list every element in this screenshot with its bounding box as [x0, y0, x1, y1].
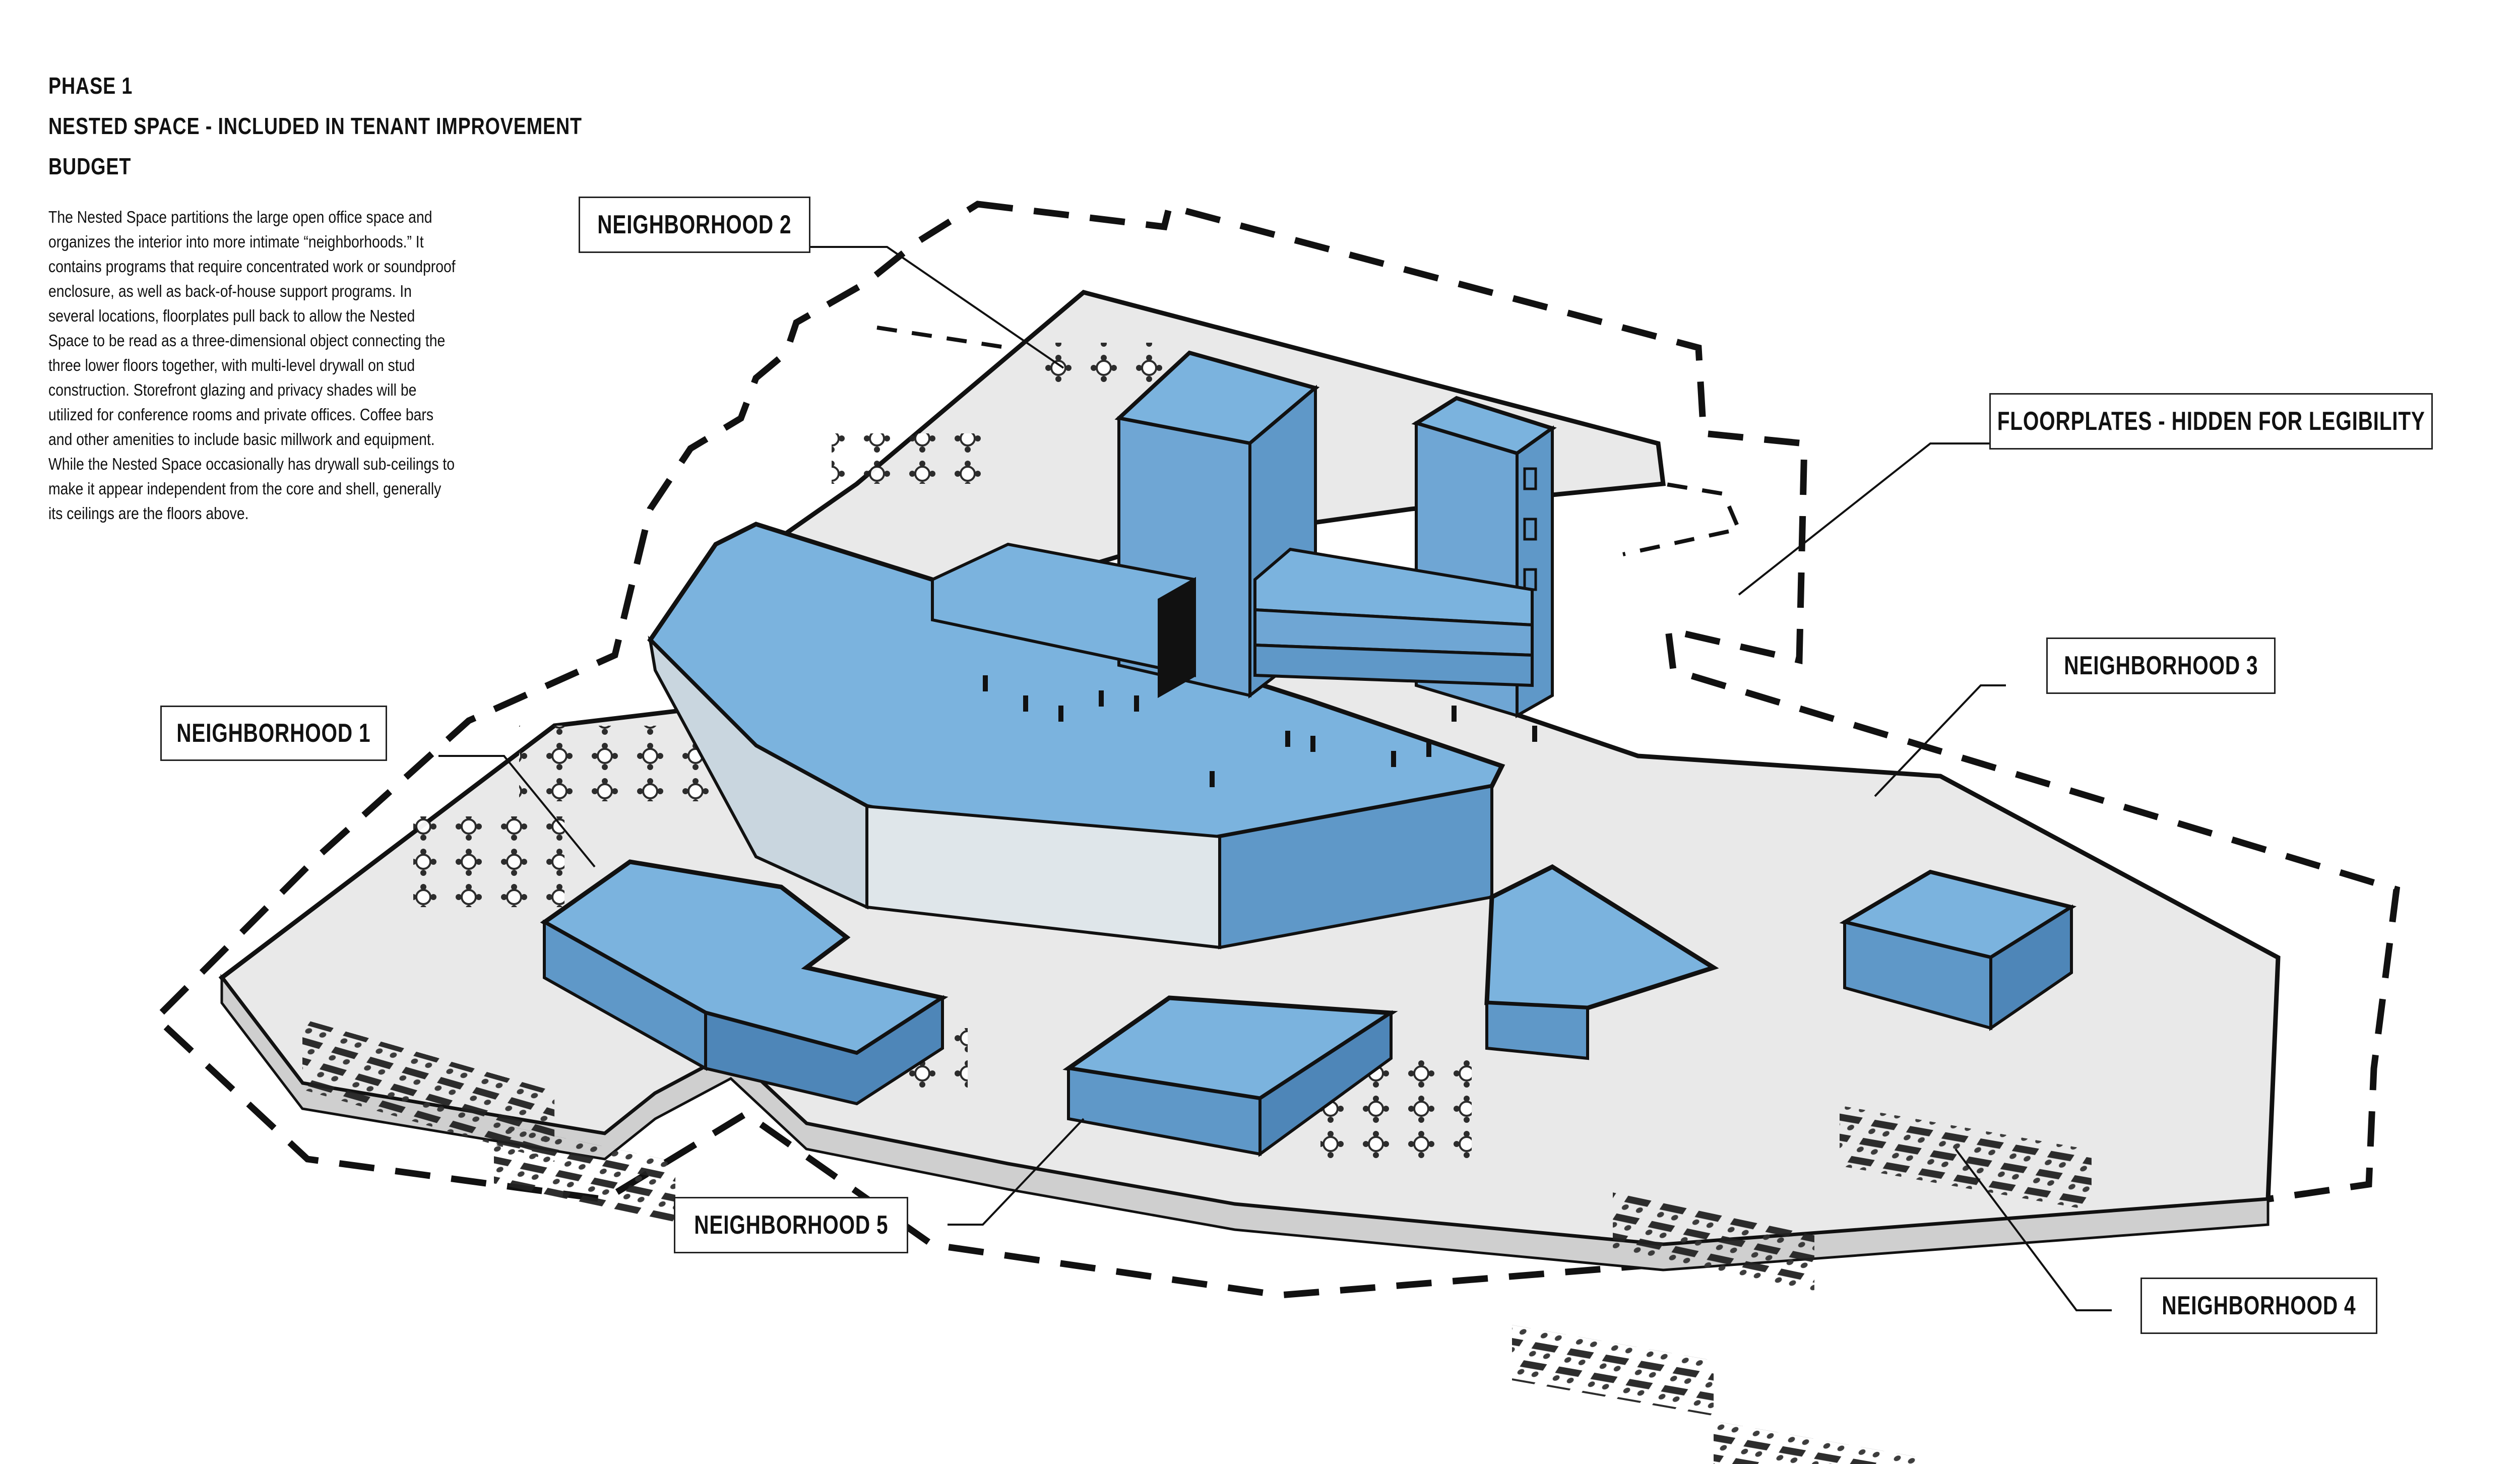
label-neighborhood-5-text: NEIGHBORHOOD 5 — [694, 1211, 889, 1240]
nested-space-lower-left — [540, 859, 949, 1106]
people-silhouettes — [983, 675, 1537, 787]
label-neighborhood-2-text: NEIGHBORHOOD 2 — [597, 210, 792, 239]
leader-neighborhood-3 — [1874, 684, 2006, 797]
intro-line: its ceilings are the floors above. — [48, 504, 249, 523]
nested-space-heading-cont: BUDGET — [48, 153, 132, 179]
label-floorplates-hidden-text: FLOORPLATES - HIDDEN FOR LEGIBILITY — [1997, 407, 2425, 436]
intro-paragraph: The Nested Space partitions the large op… — [48, 205, 534, 526]
nested-space-stacked-plates — [931, 542, 1534, 698]
label-neighborhood-3: NEIGHBORHOOD 3 — [2046, 638, 2276, 694]
leader-neighborhood-1 — [438, 755, 596, 868]
label-neighborhood-1-text: NEIGHBORHOOD 1 — [176, 719, 371, 748]
nested-space-box-neighborhood3 — [1839, 869, 2077, 1031]
nested-space-central — [647, 522, 1505, 949]
intro-line: contains programs that require concentra… — [48, 257, 456, 276]
intro-line: several locations, floorplates pull back… — [48, 306, 415, 325]
nested-space-heading: NESTED SPACE - INCLUDED IN TENANT IMPROV… — [48, 113, 582, 139]
nested-space-lower-middle — [1062, 995, 1398, 1157]
label-neighborhood-3-text: NEIGHBORHOOD 3 — [2064, 651, 2258, 680]
intro-line: The Nested Space partitions the large op… — [48, 208, 432, 226]
floorplate-boundary-dashed — [151, 201, 2401, 1299]
label-neighborhood-5: NEIGHBORHOOD 5 — [674, 1197, 908, 1253]
intro-line: Space to be read as a three-dimensional … — [48, 331, 446, 350]
furniture-clusters — [302, 343, 2092, 1464]
label-neighborhood-4-text: NEIGHBORHOOD 4 — [2162, 1291, 2356, 1320]
leader-floorplates — [1738, 442, 1991, 596]
label-neighborhood-2: NEIGHBORHOOD 2 — [579, 197, 810, 253]
intro-text-block: PHASE 1 NESTED SPACE - INCLUDED IN TENAN… — [48, 66, 582, 526]
intro-line: organizes the interior into more intimat… — [48, 232, 424, 251]
phase-heading: PHASE 1 — [48, 73, 133, 99]
label-floorplates-hidden: FLOORPLATES - HIDDEN FOR LEGIBILITY — [1989, 393, 2433, 450]
intro-line: utilized for conference rooms and privat… — [48, 405, 434, 424]
leader-neighborhood-2 — [796, 246, 1064, 369]
intro-line: enclosure, as well as back-of-house supp… — [48, 282, 412, 300]
label-neighborhood-1: NEIGHBORHOOD 1 — [160, 706, 387, 761]
intro-line: While the Nested Space occasionally has … — [48, 455, 455, 473]
intro-line: construction. Storefront glazing and pri… — [48, 380, 417, 399]
intro-line: make it appear independent from the core… — [48, 479, 442, 498]
intro-line: three lower floors together, with multi-… — [48, 356, 415, 374]
nested-space-lower-right — [1484, 864, 1719, 1060]
leader-neighborhood-5 — [948, 1118, 1085, 1226]
intro-line: and other amenities to include basic mil… — [48, 430, 435, 449]
leader-neighborhood-4 — [1955, 1148, 2112, 1311]
label-neighborhood-4: NEIGHBORHOOD 4 — [2140, 1278, 2377, 1334]
